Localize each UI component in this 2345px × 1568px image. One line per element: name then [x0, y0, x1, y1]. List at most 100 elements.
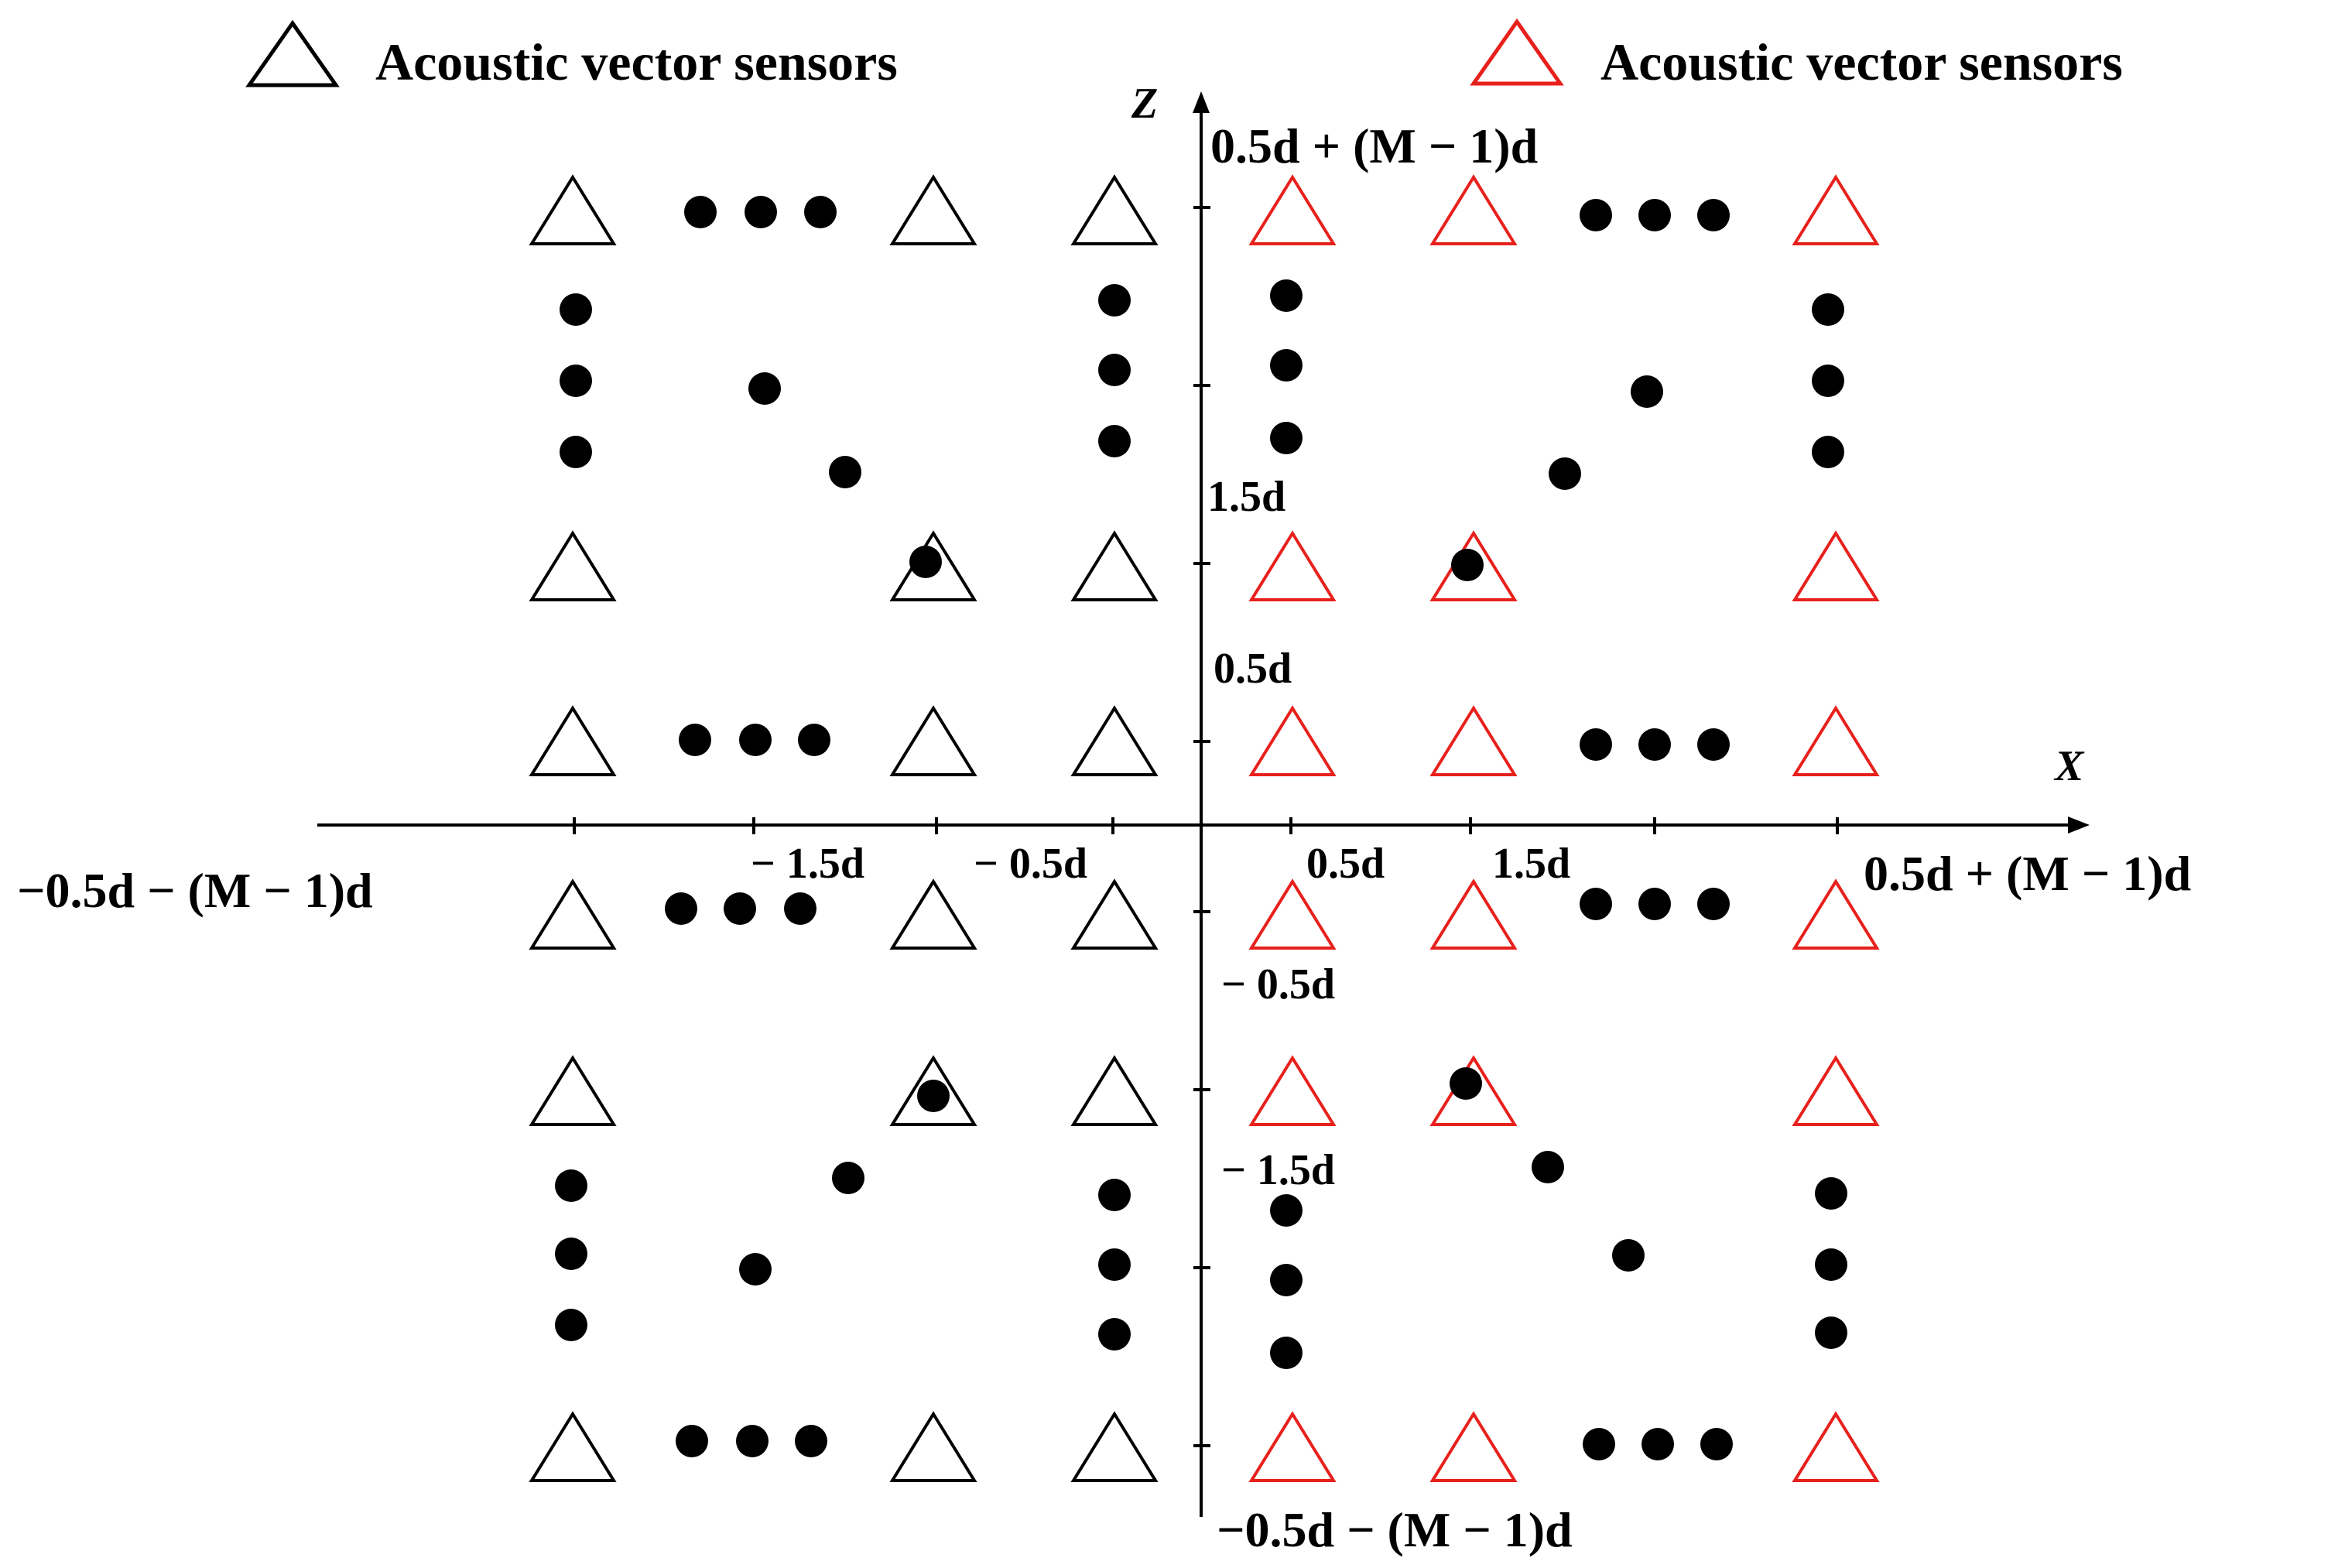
ellipsis-dot — [739, 724, 772, 756]
ellipsis-dot — [684, 196, 717, 228]
ellipsis-dot — [1580, 888, 1612, 920]
ellipsis-dot — [676, 1425, 708, 1457]
z-tick-label-neg-1.5: − 1.5d — [1221, 1146, 1335, 1194]
black-sensor-triangle — [889, 1055, 977, 1126]
ellipsis-dot — [560, 293, 592, 326]
ellipsis-dot — [909, 546, 942, 578]
red-sensor-triangle — [1429, 174, 1518, 245]
ellipsis-dot — [1812, 365, 1844, 397]
ellipsis-dot — [560, 365, 592, 397]
z-axis-name: Z — [1131, 80, 1158, 128]
black-sensor-triangle — [529, 1055, 617, 1126]
ellipsis-dot — [555, 1238, 587, 1270]
z-tick-label-pos-end: 0.5d + (M − 1)d — [1210, 118, 1538, 173]
ellipsis-dot — [1642, 1428, 1674, 1460]
ellipsis-dot — [1098, 284, 1131, 317]
ellipsis-dot — [1697, 199, 1730, 231]
ellipsis-dot — [1549, 457, 1581, 490]
ellipsis-dot — [1580, 728, 1612, 761]
black-sensor-triangle — [1070, 530, 1159, 601]
legend-black-triangle-icon — [245, 19, 340, 87]
ellipsis-dot — [1638, 199, 1671, 231]
black-sensor-triangle — [529, 705, 617, 776]
ellipsis-dot — [1815, 1316, 1847, 1349]
ellipsis-dot — [1697, 888, 1730, 920]
z-tick-label-pos-0.5: 0.5d — [1214, 645, 1292, 693]
ellipsis-dot — [1270, 279, 1303, 312]
x-tick-label-neg-end: −0.5d − (M − 1)d — [17, 863, 373, 918]
x-tick-label-pos-1.5: 1.5d — [1492, 840, 1570, 888]
ellipsis-dot — [736, 1425, 769, 1457]
black-sensor-triangle — [889, 705, 977, 776]
sensor-triangles — [529, 174, 1880, 1482]
x-axis-arrow-icon — [2068, 817, 2090, 834]
x-tick-label-neg-1.5: − 1.5d — [751, 840, 864, 888]
ellipsis-dot — [724, 892, 756, 925]
ellipsis-dots — [555, 196, 1847, 1460]
ellipsis-dot — [1697, 728, 1730, 761]
ellipsis-dot — [1451, 549, 1484, 581]
black-sensor-triangle — [529, 878, 617, 950]
red-sensor-triangle — [1248, 878, 1337, 950]
legend-black-label: Acoustic vector sensors — [375, 33, 898, 91]
ellipsis-dot — [1631, 375, 1663, 408]
legend-red-label: Acoustic vector sensors — [1600, 33, 2123, 91]
x-axis-name: X — [2053, 742, 2085, 790]
ellipsis-dot — [1532, 1151, 1564, 1183]
ellipsis-dot — [555, 1169, 587, 1202]
ellipsis-dot — [798, 724, 830, 756]
red-sensor-triangle — [1248, 705, 1337, 776]
ellipsis-dot — [1098, 1318, 1131, 1351]
ellipsis-dot — [917, 1080, 950, 1112]
legend-red-triangle-icon — [1470, 18, 1564, 86]
z-tick-label-pos-1.5: 1.5d — [1207, 473, 1285, 521]
red-sensor-triangle — [1792, 530, 1880, 601]
ellipsis-dot — [1812, 436, 1844, 468]
ellipsis-dot — [739, 1253, 772, 1286]
x-tick-label-pos-end: 0.5d + (M − 1)d — [1864, 846, 2191, 901]
axis-ticks — [573, 206, 1839, 1447]
z-axis-arrow-icon — [1193, 91, 1210, 113]
red-sensor-triangle — [1248, 174, 1337, 245]
black-sensor-triangle — [1070, 1411, 1159, 1482]
black-sensor-triangle — [529, 1411, 617, 1482]
ellipsis-dot — [1580, 199, 1612, 231]
ellipsis-dot — [795, 1425, 827, 1457]
ellipsis-dot — [745, 196, 777, 228]
ellipsis-dot — [1583, 1428, 1615, 1460]
ellipsis-dot — [1450, 1067, 1482, 1100]
black-sensor-triangle — [1070, 1055, 1159, 1126]
red-sensor-triangle — [1429, 878, 1518, 950]
ellipsis-dot — [1270, 349, 1303, 382]
red-sensor-triangle — [1429, 705, 1518, 776]
red-sensor-triangle — [1248, 1055, 1337, 1126]
ellipsis-dot — [748, 372, 781, 405]
ellipsis-dot — [1270, 1337, 1303, 1369]
ellipsis-dot — [1270, 422, 1303, 454]
ellipsis-dot — [560, 436, 592, 468]
black-sensor-triangle — [889, 878, 977, 950]
ellipsis-dot — [1700, 1428, 1733, 1460]
ellipsis-dot — [1638, 888, 1671, 920]
red-sensor-triangle — [1792, 878, 1880, 950]
ellipsis-dot — [1098, 1248, 1131, 1281]
ellipsis-dot — [1098, 425, 1131, 457]
ellipsis-dot — [1638, 728, 1671, 761]
red-sensor-triangle — [1792, 1411, 1880, 1482]
z-tick-label-neg-0.5: − 0.5d — [1221, 960, 1335, 1008]
red-sensor-triangle — [1248, 530, 1337, 601]
ellipsis-dot — [1270, 1264, 1303, 1296]
red-sensor-triangle — [1792, 705, 1880, 776]
red-sensor-triangle — [1429, 1411, 1518, 1482]
black-sensor-triangle — [1070, 174, 1159, 245]
ellipsis-dot — [1812, 293, 1844, 326]
ellipsis-dot — [665, 892, 697, 925]
ellipsis-dot — [1612, 1239, 1645, 1272]
red-sensor-triangle — [1792, 1055, 1880, 1126]
ellipsis-dot — [784, 892, 816, 925]
ellipsis-dot — [804, 196, 837, 228]
x-tick-label-pos-0.5: 0.5d — [1306, 840, 1385, 888]
black-sensor-triangle — [529, 530, 617, 601]
red-sensor-triangle — [1792, 174, 1880, 245]
